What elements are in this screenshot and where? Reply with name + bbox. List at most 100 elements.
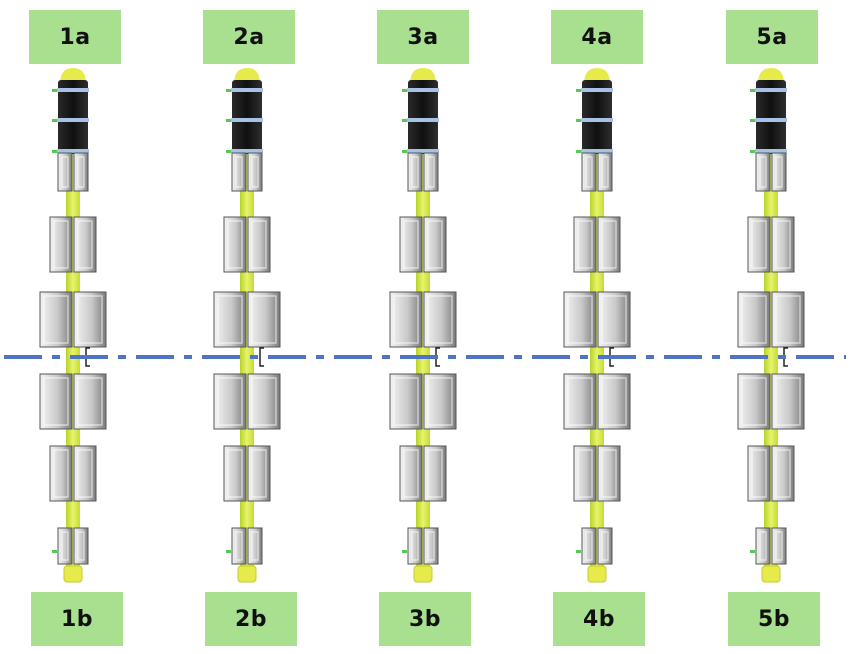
upper-medium-block-2-left-bevel	[227, 220, 243, 269]
green-tick-5-3	[750, 150, 755, 153]
upper-medium-block-3-left	[399, 216, 423, 273]
upper-small-block-3-right	[423, 152, 439, 192]
lower-large-block-2-left	[213, 373, 247, 430]
upper-small-block-3-right-bevel	[427, 156, 435, 188]
upper-large-block-2-right-bevel	[251, 295, 277, 344]
upper-large-block-2-left	[213, 291, 247, 348]
green-tick-3-3	[402, 150, 407, 153]
lower-medium-block-4-right	[597, 445, 621, 502]
upper-small-block-1-left	[57, 152, 73, 192]
green-tick-bottom-2	[226, 550, 231, 553]
lower-medium-block-2-right	[247, 445, 271, 502]
upper-small-block-5-right	[771, 152, 787, 192]
upper-small-block-4-right-bevel	[601, 156, 609, 188]
ring-1-2	[57, 118, 89, 122]
upper-large-block-2-left-bevel	[217, 295, 243, 344]
green-tick-2-3	[226, 150, 231, 153]
upper-small-block-3-left	[407, 152, 423, 192]
lower-small-block-1-left-bevel	[61, 531, 69, 561]
lower-small-block-4-left-bevel	[585, 531, 593, 561]
green-tick-bottom-4	[576, 550, 581, 553]
top-label-2: 2a	[203, 10, 295, 64]
upper-medium-block-1-left	[49, 216, 73, 273]
lower-large-block-3-right	[423, 373, 457, 430]
upper-large-block-3-right-bevel	[427, 295, 453, 344]
upper-large-block-4-right-bevel	[601, 295, 627, 344]
rod-bottom-cap-3	[413, 565, 433, 583]
lower-large-block-2-left-bevel	[217, 377, 243, 426]
green-tick-5-2	[750, 119, 755, 122]
lower-small-block-2-right	[247, 527, 263, 565]
upper-medium-block-5-right	[771, 216, 795, 273]
lower-large-block-3-right-bevel	[427, 377, 453, 426]
upper-large-block-5-right	[771, 291, 805, 348]
upper-medium-block-1-left-bevel	[53, 220, 69, 269]
upper-small-block-5-left-bevel	[759, 156, 767, 188]
ring-3-2	[407, 118, 439, 122]
lower-large-block-1-right-bevel	[77, 377, 103, 426]
dark-segment-2	[232, 80, 262, 154]
ring-1-1	[57, 88, 89, 92]
top-label-1: 1a	[29, 10, 121, 64]
upper-small-block-5-right-bevel	[775, 156, 783, 188]
upper-large-block-3-left	[389, 291, 423, 348]
upper-small-block-1-left-bevel	[61, 156, 69, 188]
upper-medium-block-2-right-bevel	[251, 220, 267, 269]
upper-medium-block-5-right-bevel	[775, 220, 791, 269]
upper-medium-block-4-right	[597, 216, 621, 273]
upper-large-block-1-right	[73, 291, 107, 348]
lower-small-block-3-right-bevel	[427, 531, 435, 561]
rod-bottom-cap-1	[63, 565, 83, 583]
center-bracket-2	[259, 347, 264, 367]
upper-medium-block-5-left	[747, 216, 771, 273]
lower-small-block-1-left	[57, 527, 73, 565]
upper-large-block-1-left	[39, 291, 73, 348]
lower-large-block-4-right	[597, 373, 631, 430]
ring-1-3	[57, 149, 89, 153]
upper-small-block-1-right-bevel	[77, 156, 85, 188]
green-tick-2-2	[226, 119, 231, 122]
bottom-label-1: 1b	[31, 592, 123, 646]
upper-small-block-1-right	[73, 152, 89, 192]
upper-small-block-4-left	[581, 152, 597, 192]
upper-medium-block-3-right-bevel	[427, 220, 443, 269]
rod-assembly-2	[213, 68, 281, 583]
ring-5-3	[755, 149, 787, 153]
upper-small-block-2-right	[247, 152, 263, 192]
green-tick-4-1	[576, 89, 581, 92]
lower-medium-block-1-right-bevel	[77, 449, 93, 498]
lower-large-block-4-right-bevel	[601, 377, 627, 426]
lower-small-block-4-left	[581, 527, 597, 565]
lower-large-block-3-left-bevel	[393, 377, 419, 426]
lower-small-block-5-right-bevel	[775, 531, 783, 561]
lower-large-block-1-left-bevel	[43, 377, 69, 426]
rod-bottom-cap-2	[237, 565, 257, 583]
upper-medium-block-4-left-bevel	[577, 220, 593, 269]
dark-segment-3	[408, 80, 438, 154]
rod-bottom-cap-5	[761, 565, 781, 583]
bottom-label-5: 5b	[728, 592, 820, 646]
lower-small-block-5-left-bevel	[759, 531, 767, 561]
dark-segment-5	[756, 80, 786, 154]
bottom-label-3: 3b	[379, 592, 471, 646]
upper-small-block-2-left	[231, 152, 247, 192]
lower-large-block-5-right-bevel	[775, 377, 801, 426]
lower-medium-block-2-left	[223, 445, 247, 502]
upper-small-block-2-right-bevel	[251, 156, 259, 188]
lower-small-block-3-right	[423, 527, 439, 565]
ring-3-1	[407, 88, 439, 92]
upper-large-block-5-left-bevel	[741, 295, 767, 344]
bottom-label-4: 4b	[553, 592, 645, 646]
upper-small-block-4-right	[597, 152, 613, 192]
green-tick-1-1	[52, 89, 57, 92]
lower-medium-block-4-left-bevel	[577, 449, 593, 498]
lower-small-block-2-left	[231, 527, 247, 565]
green-tick-bottom-1	[52, 550, 57, 553]
green-tick-bottom-3	[402, 550, 407, 553]
upper-large-block-5-left	[737, 291, 771, 348]
lower-medium-block-5-left-bevel	[751, 449, 767, 498]
upper-large-block-4-left-bevel	[567, 295, 593, 344]
rod-bottom-cap-4	[587, 565, 607, 583]
